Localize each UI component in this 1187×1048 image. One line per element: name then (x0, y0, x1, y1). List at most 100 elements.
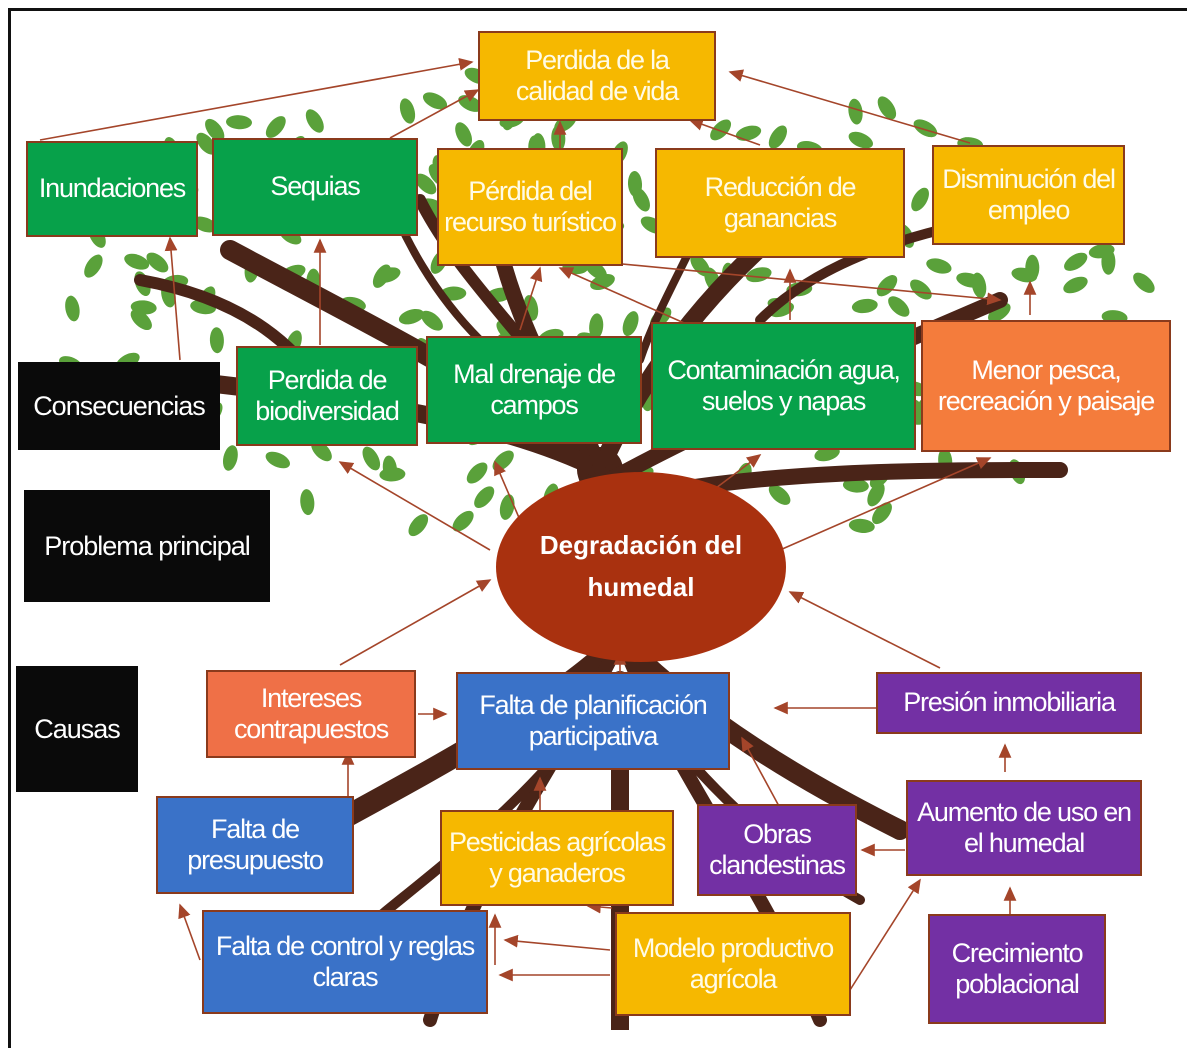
leaf (926, 258, 952, 274)
leaf (1133, 272, 1155, 293)
leaf (888, 296, 910, 317)
node-text: Falta de planificación (479, 689, 707, 720)
leaf (196, 132, 217, 155)
node-text: Obras (743, 818, 812, 849)
leaf (222, 445, 238, 471)
node-text: suelos y napas (701, 386, 867, 416)
leaf (474, 486, 495, 509)
problema-label-text: Problema principal (44, 530, 251, 561)
leaf (415, 173, 437, 195)
diagram-frame (8, 8, 1187, 1048)
leaf (226, 115, 252, 130)
node-text: Falta de (211, 813, 300, 844)
leaf (1063, 276, 1088, 294)
node-text: Perdida de (267, 364, 388, 395)
leaf (1101, 248, 1116, 275)
leaf (362, 446, 381, 471)
leaf (842, 478, 869, 493)
leaf (735, 125, 762, 141)
leaf (265, 451, 291, 469)
node-text: Sequias (270, 171, 360, 202)
problema-principal-label: Problema principal (24, 490, 270, 602)
leaf (768, 484, 791, 505)
node-text: campos (490, 390, 579, 420)
leaf (956, 272, 982, 288)
node-presion-inmobiliaria: Presión inmobiliaria (876, 672, 1142, 734)
leaf (422, 92, 448, 110)
leaf (265, 116, 286, 138)
node-text: el humedal (963, 828, 1085, 858)
node-text: Intereses (260, 682, 362, 713)
node-text: Pérdida del (468, 175, 593, 206)
consecuencias-label: Consecuencias (18, 362, 220, 450)
leaf (192, 216, 218, 233)
leaf (455, 122, 472, 147)
node-text: contrapuestos (233, 714, 389, 744)
node-text: Reducción de (704, 171, 857, 202)
leaf (375, 267, 401, 283)
leaf (300, 489, 315, 516)
leaf (492, 450, 514, 472)
leaf (65, 295, 80, 322)
node-text: Menor pesca, (971, 354, 1121, 385)
node-text: Aumento de uso en (917, 796, 1132, 827)
leaf (746, 267, 772, 283)
node-text: clandestinas (709, 850, 846, 880)
node-text: agrícola (689, 964, 778, 994)
node-text: poblacional (955, 969, 1080, 999)
leaf (305, 109, 324, 133)
leaf (421, 310, 443, 331)
leaf (627, 171, 643, 197)
leaf (205, 118, 225, 142)
leaf (399, 98, 416, 124)
leaf (867, 482, 885, 507)
leaf (1064, 252, 1088, 271)
leaf (452, 510, 474, 532)
causas-label-text: Causas (34, 713, 121, 744)
node-text: ganancias (723, 203, 837, 233)
node-text: Disminución del (942, 163, 1116, 194)
connection-arrows (39, 57, 1037, 991)
leaf (872, 502, 892, 525)
node-inundaciones: Inundaciones (26, 141, 198, 237)
node-text: empleo (987, 195, 1071, 225)
node-text: Perdida de la (525, 44, 670, 75)
problema-principal-node: Degradación del humedal (496, 472, 786, 662)
leaf (130, 300, 157, 315)
leaf (710, 119, 732, 141)
node-text: presupuesto (187, 845, 324, 875)
node-text: y ganaderos (489, 858, 626, 888)
leaf (988, 302, 1011, 323)
leaf (209, 327, 224, 354)
leaf (848, 518, 875, 533)
node-contaminacion: Contaminación agua,suelos y napas (651, 322, 916, 450)
leaf (910, 279, 932, 300)
leaf (848, 131, 874, 149)
leaf (408, 514, 429, 537)
leaf (877, 96, 897, 120)
leaf (848, 98, 863, 125)
problema-line2: humedal (587, 572, 695, 602)
node-menor-pesca: Menor pesca,recreación y paisaje (921, 320, 1171, 452)
leaf (876, 275, 898, 297)
node-sequias: Sequias (212, 138, 418, 236)
node-text: Pesticidas agrícolas (448, 826, 666, 857)
node-text: Presión inmobiliaria (903, 687, 1116, 718)
node-text: calidad de vida (515, 76, 679, 106)
node-text: biodiversidad (255, 396, 400, 426)
node-text: Contaminación agua, (667, 354, 901, 385)
leaf (124, 253, 150, 270)
leaf (851, 298, 878, 314)
